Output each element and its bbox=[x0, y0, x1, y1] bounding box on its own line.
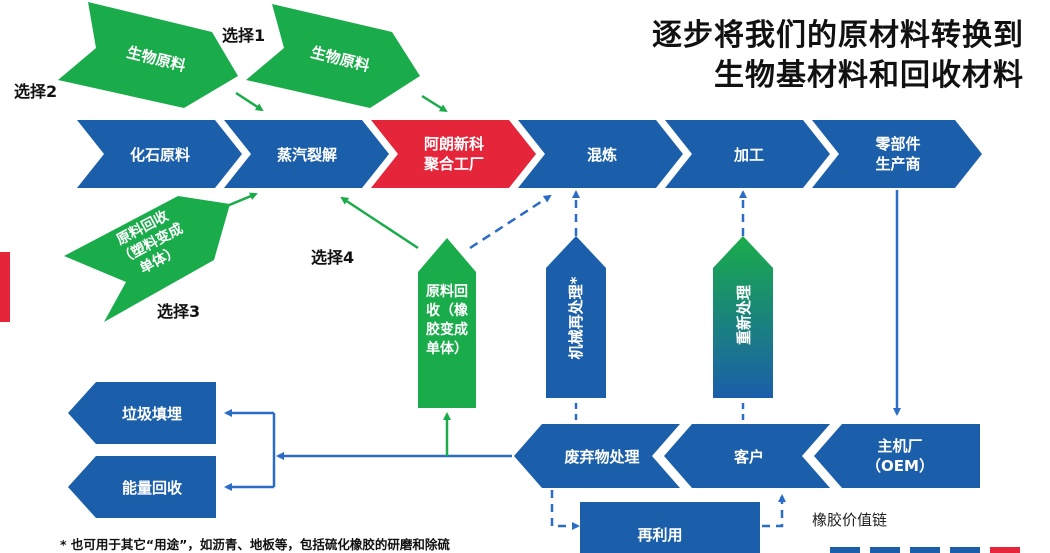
footnote: * 也可用于其它“用途”，如沥青、地板等，包括硫化橡胶的研磨和除硫 bbox=[60, 537, 450, 552]
chevron-oem-line2: （OEM） bbox=[866, 457, 934, 475]
rubber-recycling-arrow: 原料回 收（橡 胶变成 单体） bbox=[418, 238, 476, 408]
chevron-fossil: 化石原料 bbox=[77, 120, 242, 188]
chevron-landfill-label: 垃圾填埋 bbox=[122, 405, 182, 423]
option-3-label: 选择3 bbox=[157, 302, 201, 321]
mechanical-reprocess-label: 机械再处理* bbox=[567, 276, 585, 359]
option-1-label: 选择1 bbox=[222, 26, 266, 45]
chevron-mixing: 混炼 bbox=[518, 120, 683, 188]
bio-feedstock-arrow-2: 生物原料 bbox=[246, 4, 420, 108]
chevron-steam-cracking: 蒸汽裂解 bbox=[224, 120, 389, 188]
chevron-steam-label: 蒸汽裂解 bbox=[277, 146, 337, 164]
rubber-recycling-line2: 收（橡 bbox=[426, 302, 469, 319]
logo-partial-icon bbox=[830, 547, 1020, 553]
arrow-waste-to-reuse bbox=[550, 490, 580, 530]
plastic-recycling-arrow: 原料回收 （塑料变成 单体） bbox=[64, 196, 230, 322]
chevron-processing-label: 加工 bbox=[733, 146, 764, 164]
page-title-line1: 逐步将我们的原材料转换到 bbox=[652, 18, 1024, 53]
arrow-bio1-to-steam bbox=[235, 91, 264, 112]
reprocess-arrow: 重新处理 bbox=[713, 236, 773, 398]
chevron-fossil-label: 化石原料 bbox=[130, 146, 190, 164]
arrow-plastic-to-steam bbox=[221, 192, 258, 210]
mechanical-reprocess-arrow: 机械再处理* bbox=[546, 236, 606, 398]
rubber-recycling-line1: 原料回 bbox=[426, 283, 468, 300]
page-title-line2: 生物基材料和回收材料 bbox=[714, 58, 1024, 93]
rubber-recycling-line3: 胶变成 bbox=[426, 321, 468, 338]
chevron-arlanxeo-line2: 聚合工厂 bbox=[423, 155, 484, 173]
chevron-reuse-label: 再利用 bbox=[637, 526, 682, 544]
option-4-label: 选择4 bbox=[311, 248, 355, 267]
chevron-waste-label: 废弃物处理 bbox=[564, 448, 639, 466]
chevron-processing: 加工 bbox=[665, 120, 830, 188]
chevron-oem: 主机厂 （OEM） bbox=[814, 424, 980, 488]
reprocess-label: 重新处理 bbox=[735, 285, 753, 345]
arrow-reuse-to-customer bbox=[762, 494, 786, 528]
chevron-customer-label: 客户 bbox=[733, 448, 764, 466]
chevron-reuse: 再利用 bbox=[580, 502, 760, 553]
chevron-landfill: 垃圾填埋 bbox=[68, 382, 216, 444]
chevron-energy-label: 能量回收 bbox=[122, 479, 182, 497]
arrow-bio2-to-polymer bbox=[421, 94, 448, 113]
option-2-label: 选择2 bbox=[14, 82, 58, 101]
chevron-customer: 客户 bbox=[664, 424, 830, 488]
chevron-energy-recovery: 能量回收 bbox=[68, 456, 216, 518]
arrow-rubber-to-steam bbox=[340, 196, 419, 250]
chevron-oem-line1: 主机厂 bbox=[877, 437, 922, 455]
bio-feedstock-arrow-1: 生物原料 bbox=[58, 2, 238, 108]
red-edge-tab bbox=[0, 252, 10, 322]
value-chain-label: 橡胶价值链 bbox=[812, 511, 888, 529]
chevron-parts-line2: 生产商 bbox=[875, 155, 920, 173]
chevron-mixing-label: 混炼 bbox=[587, 146, 617, 164]
arrow-rubber-to-mixing bbox=[469, 194, 552, 250]
chevron-parts-maker: 零部件 生产商 bbox=[812, 120, 982, 188]
chevron-arlanxeo-line1: 阿朗新科 bbox=[424, 135, 484, 153]
rubber-recycling-line4: 单体） bbox=[426, 340, 468, 357]
chevron-parts-line1: 零部件 bbox=[874, 135, 920, 153]
chevron-waste-disposal: 废弃物处理 bbox=[514, 424, 680, 488]
chevron-arlanxeo-plant: 阿朗新科 聚合工厂 bbox=[371, 120, 536, 188]
